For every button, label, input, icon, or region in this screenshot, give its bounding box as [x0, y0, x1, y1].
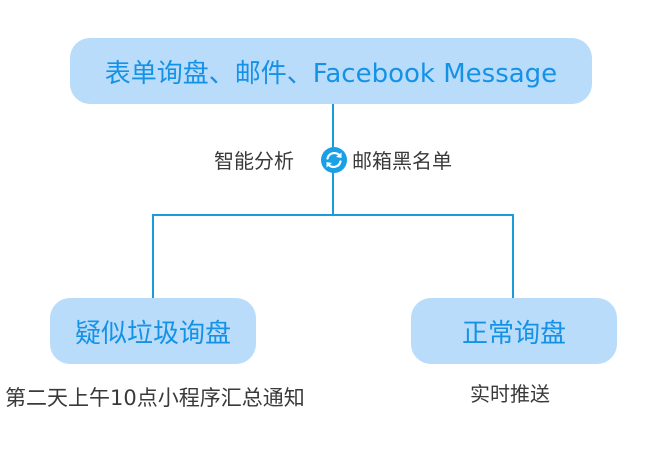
connector-left-vertical — [152, 214, 154, 298]
source-node-label: 表单询盘、邮件、Facebook Message — [104, 58, 558, 89]
spam-notification-note: 第二天上午10点小程序汇总通知 — [5, 386, 305, 410]
connector-horizontal — [152, 214, 514, 216]
email-blacklist-label: 邮箱黑名单 — [352, 149, 452, 173]
realtime-push-note: 实时推送 — [470, 382, 550, 406]
suspected-spam-node: 疑似垃圾询盘 — [50, 298, 256, 364]
suspected-spam-label: 疑似垃圾询盘 — [74, 318, 231, 349]
refresh-icon — [321, 147, 347, 173]
connector-right-vertical — [512, 214, 514, 298]
source-node: 表单询盘、邮件、Facebook Message — [70, 38, 592, 104]
smart-analysis-label: 智能分析 — [214, 149, 294, 173]
normal-inquiry-label: 正常询盘 — [461, 318, 566, 349]
normal-inquiry-node: 正常询盘 — [411, 298, 617, 364]
